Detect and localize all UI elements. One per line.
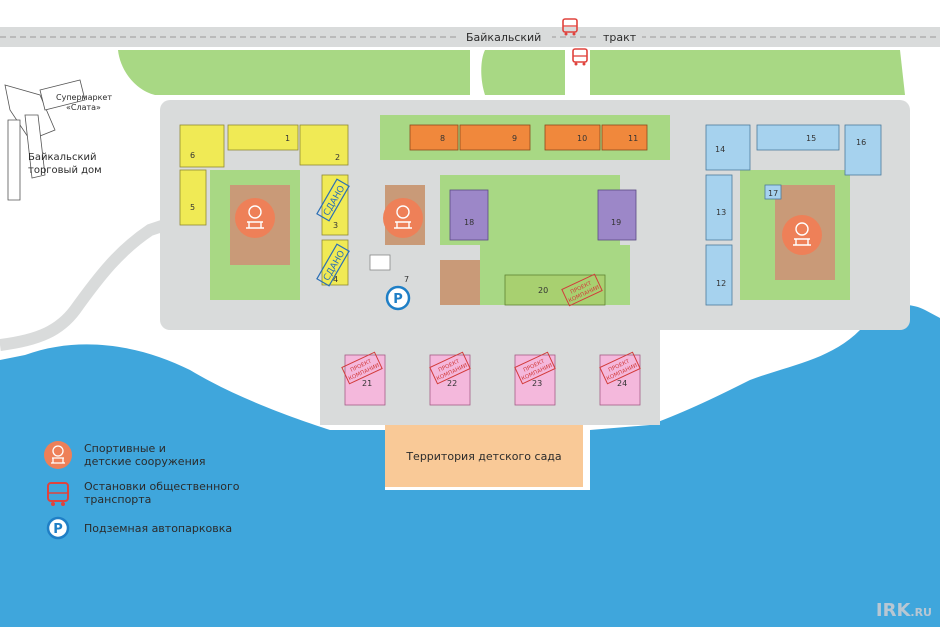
building-label-11: 11 [628,134,638,143]
sport-icon-west [235,198,275,238]
building-7[interactable] [369,254,391,271]
building-14[interactable] [705,124,751,171]
blue-buildings [705,124,882,306]
building-5[interactable] [179,169,207,226]
map-legend: Спортивные и детские сооружения Остановк… [40,440,300,550]
building-label-12: 12 [716,279,726,288]
building-1[interactable] [227,124,299,151]
lawn-strip-left [118,50,470,95]
building-16[interactable] [844,124,882,176]
building-label-24: 24 [617,379,627,388]
building-label-9: 9 [512,134,517,143]
svg-text:P: P [393,292,403,307]
legend-sport-line1: Спортивные и [84,442,166,455]
legend-parking-label: Подземная автопарковка [84,521,233,535]
building-label-5: 5 [190,203,195,212]
road-name-left: Байкальский [466,31,541,44]
bus-stop-icon [40,480,76,506]
building-label-19: 19 [611,218,621,227]
yellow-buildings [179,124,349,286]
basketball-icon [40,440,76,470]
legend-row-sport: Спортивные и детские сооружения [40,440,300,470]
building-15[interactable] [756,124,840,151]
bus-stop-icon-south [572,48,588,66]
building-label-8: 8 [440,134,445,143]
building-label-18: 18 [464,218,474,227]
building-10[interactable] [544,124,601,151]
legend-row-parking: P Подземная автопарковка [40,516,300,540]
pink-buildings [344,354,641,406]
building-17[interactable] [764,184,782,200]
building-3[interactable] [321,174,349,236]
building-12[interactable] [705,244,733,306]
orange-buildings [409,124,648,151]
building-label-17: 17 [768,189,778,198]
landmark-buildings-left [4,79,86,201]
supermarket-label-1: Супермаркет [56,93,112,102]
mall-label-1: Байкальский [28,152,96,163]
building-label-21: 21 [362,379,372,388]
building-label-1: 1 [285,134,290,143]
parking-icon-map: P [385,285,411,311]
building-13[interactable] [705,174,733,241]
building-18[interactable] [449,189,489,241]
building-label-13: 13 [716,208,726,217]
building-19[interactable] [597,189,637,241]
road-name-right: тракт [603,31,637,44]
bus-stop-icon-north [562,18,578,36]
lawn-strip-right [590,50,905,95]
building-label-10: 10 [577,134,587,143]
building-label-16: 16 [856,138,866,147]
building-9[interactable] [459,124,531,151]
kindergarten-label: Территория детского сада [405,450,561,463]
legend-transport-line2: транспорта [84,493,152,506]
lawn-strip-center [481,50,565,95]
building-label-15: 15 [806,134,816,143]
sport-icon-center [383,198,423,238]
legend-sport-line2: детские сооружения [84,455,206,468]
building-8[interactable] [409,124,459,151]
building-6[interactable] [179,124,225,168]
play-area-south [440,260,480,305]
building-23[interactable] [514,354,556,406]
parking-icon: P [40,516,76,540]
building-label-6: 6 [190,151,195,160]
building-11[interactable] [601,124,648,151]
legend-row-transport: Остановки общественного транспорта [40,480,300,506]
svg-text:P: P [53,522,63,537]
legend-transport-line1: Остановки общественного [84,480,240,493]
supermarket-label-2: «Слата» [66,103,101,112]
building-label-22: 22 [447,379,457,388]
building-label-2: 2 [335,153,340,162]
sport-icon-east [782,215,822,255]
mall-label-2: торговый дом [28,165,102,176]
building-label-7: 7 [404,275,409,284]
kindergarten-area [385,425,583,487]
building-22[interactable] [429,354,471,406]
building-20[interactable] [504,274,606,306]
building-label-4: 4 [333,275,338,284]
building-24[interactable] [599,354,641,406]
building-label-20: 20 [538,286,548,295]
water-area [0,305,940,627]
building-label-3: 3 [333,221,338,230]
access-road [0,219,167,351]
irk-watermark: IRK.RU [875,600,932,621]
building-label-23: 23 [532,379,542,388]
building-2[interactable] [299,124,349,166]
building-label-14: 14 [715,145,725,154]
